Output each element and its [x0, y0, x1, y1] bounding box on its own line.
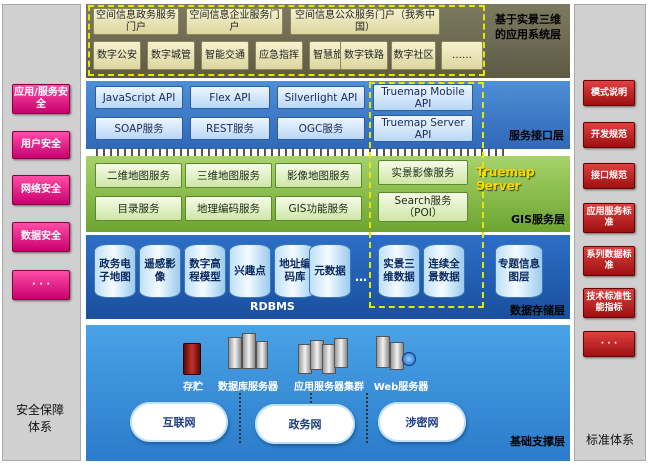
web-server-icon [376, 334, 418, 374]
standard-item-tech[interactable]: 技术标准性能指标 [583, 288, 635, 318]
gis-geocoding[interactable]: 地理编码服务 [185, 196, 272, 221]
network-classified: 涉密网 [378, 402, 466, 442]
network-internet: 互联网 [130, 402, 228, 442]
server-label-app-cluster: 应用服务器集群 [294, 382, 364, 393]
security-item-user[interactable]: 用户安全 [12, 131, 70, 159]
storage-device-icon [183, 343, 201, 375]
db-panorama[interactable]: 连续全景数据 [423, 244, 465, 298]
gis-realscene-imagery[interactable]: 实景影像服务 [378, 160, 468, 185]
service-rest[interactable]: REST服务 [190, 117, 270, 140]
db-server-icon [228, 333, 268, 373]
storage-layer-title: 数据存储层 [510, 304, 565, 317]
app-emergency[interactable]: 应急指挥 [255, 41, 303, 70]
db-ellipsis: … [355, 270, 367, 284]
base-layer-title: 基础支撑层 [510, 435, 565, 448]
app-traffic[interactable]: 智能交通 [201, 41, 249, 70]
api-truemap-server[interactable]: Truemap Server API [373, 115, 473, 142]
net-connector-1 [239, 393, 241, 443]
truemap-highlight-frame [369, 82, 484, 308]
server-label-web: Web服务器 [373, 382, 429, 393]
gis-2d-map[interactable]: 二维地图服务 [95, 163, 182, 188]
security-item-network[interactable]: 网络安全 [12, 175, 70, 205]
app-community[interactable]: 数字社区 [391, 41, 436, 70]
service-ogc[interactable]: OGC服务 [277, 117, 365, 140]
app-server-cluster-icon [298, 338, 348, 376]
rdbms-label: RDBMS [250, 300, 295, 313]
app-highlight-frame [88, 5, 485, 76]
network-gov: 政务网 [255, 404, 355, 444]
app-layer-title: 基于实景三维的应用系统层 [495, 13, 561, 41]
app-public-security[interactable]: 数字公安 [93, 41, 141, 70]
app-city-mgmt[interactable]: 数字城管 [147, 41, 195, 70]
standard-item-interface[interactable]: 接口规范 [583, 163, 635, 189]
gis-search-poi[interactable]: Search服务（POI） [378, 192, 468, 222]
db-thematic[interactable]: 专题信息图层 [495, 244, 543, 298]
portal-gov[interactable]: 空间信息政务服务门户 [93, 8, 179, 35]
db-poi[interactable]: 兴趣点 [229, 244, 271, 298]
net-connector-3 [310, 393, 312, 403]
server-label-storage: 存贮 [183, 382, 203, 393]
standard-item-series[interactable]: 系列数据标准 [583, 246, 635, 276]
standard-item-mode[interactable]: 模式说明 [583, 80, 635, 106]
portal-public[interactable]: 空间信息公众服务门户（我秀中国） [290, 8, 440, 35]
gis-imagery-map[interactable]: 影像地图服务 [275, 163, 362, 188]
standard-item-more[interactable]: · · · [583, 331, 635, 357]
standard-item-dev[interactable]: 开发规范 [583, 122, 635, 148]
net-connector-2 [366, 393, 368, 443]
gis-catalog[interactable]: 目录服务 [95, 196, 182, 221]
portal-enterprise[interactable]: 空间信息企业服务门户 [186, 8, 283, 35]
app-railway-box[interactable]: 数字铁路 [340, 41, 388, 70]
app-more[interactable]: …… [441, 41, 483, 70]
security-item-data[interactable]: 数据安全 [12, 222, 70, 252]
gis-function[interactable]: GIS功能服务 [275, 196, 362, 221]
api-silverlight[interactable]: Silverlight API [277, 86, 365, 109]
truemap-server-brand: Truemap Server [476, 165, 535, 193]
gis-layer-title: GIS服务层 [510, 213, 565, 226]
connector-bars [96, 148, 506, 156]
service-soap[interactable]: SOAP服务 [95, 117, 183, 140]
interface-layer-title: 服务接口层 [509, 129, 564, 142]
standard-item-appservice[interactable]: 应用服务标准 [583, 203, 635, 233]
server-label-db: 数据库服务器 [218, 382, 278, 393]
db-gov-map[interactable]: 政务电子地图 [94, 244, 136, 298]
api-javascript[interactable]: JavaScript API [95, 86, 183, 109]
standards-title: 标准体系 [585, 433, 634, 447]
api-truemap-mobile[interactable]: Truemap Mobile API [373, 84, 473, 111]
db-metadata[interactable]: 元数据 [309, 244, 351, 298]
db-dem[interactable]: 数字高程模型 [184, 244, 226, 298]
security-item-more[interactable]: · · · [12, 270, 70, 300]
security-title: 安全保障体系 [15, 403, 64, 434]
gis-3d-map[interactable]: 三维地图服务 [185, 163, 272, 188]
security-item-app[interactable]: 应用/服务安全 [12, 84, 70, 114]
db-remote-sensing[interactable]: 遥感影像 [139, 244, 181, 298]
db-realscene-3d[interactable]: 实景三维数据 [378, 244, 420, 298]
api-flex[interactable]: Flex API [190, 86, 270, 109]
